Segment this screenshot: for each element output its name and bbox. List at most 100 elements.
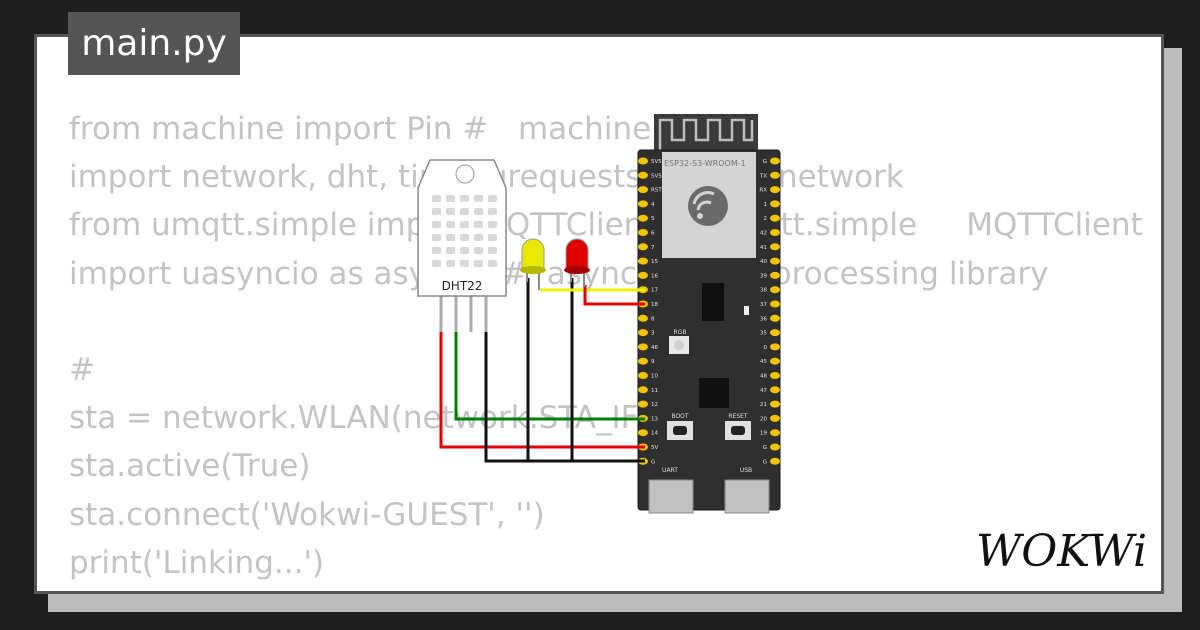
usb-port[interactable] bbox=[724, 479, 770, 514]
pin-right-15[interactable] bbox=[770, 372, 780, 379]
pin-label-right-13: 0 bbox=[764, 345, 768, 351]
pin-label-left-0: 5V5 bbox=[651, 159, 662, 165]
pin-right-10[interactable] bbox=[770, 300, 780, 308]
pin-right-19[interactable] bbox=[770, 429, 780, 437]
pin-right-18[interactable] bbox=[770, 414, 780, 422]
pin-label-right-5: 42 bbox=[760, 231, 767, 237]
pin-label-left-21: G bbox=[651, 459, 655, 465]
dht22-sensor[interactable]: DHT22 bbox=[417, 159, 507, 332]
pin-right-9[interactable] bbox=[770, 286, 780, 294]
pin-right-14[interactable] bbox=[770, 357, 780, 365]
sensor-grille bbox=[432, 195, 497, 267]
pin-left-3[interactable] bbox=[638, 200, 648, 208]
pin-label-left-16: 11 bbox=[651, 388, 658, 394]
ldo-chip bbox=[702, 283, 724, 321]
pin-left-11[interactable] bbox=[638, 314, 648, 322]
grille-slot bbox=[488, 208, 497, 215]
pin-right-16[interactable] bbox=[770, 386, 780, 394]
pin-left-1[interactable] bbox=[638, 171, 648, 179]
pin-right-3[interactable] bbox=[770, 200, 780, 208]
grille-slot bbox=[432, 195, 441, 202]
antenna-trace bbox=[658, 118, 754, 150]
pin-right-13[interactable] bbox=[770, 343, 780, 351]
pin-left-7[interactable] bbox=[638, 257, 648, 265]
grille-slot bbox=[460, 221, 469, 228]
pin-right-17[interactable] bbox=[770, 400, 780, 408]
grille-slot bbox=[460, 195, 469, 202]
wokwi-logo-text: WOKWi bbox=[976, 526, 1147, 577]
pin-left-14[interactable] bbox=[638, 357, 648, 365]
pin-label-left-10: 18 bbox=[651, 302, 658, 308]
pin-left-16[interactable] bbox=[638, 386, 648, 394]
yellow-led[interactable] bbox=[520, 238, 546, 290]
pin-label-right-9: 38 bbox=[760, 288, 767, 294]
pin-label-left-17: 12 bbox=[651, 402, 658, 408]
pin-label-left-12: 3 bbox=[651, 331, 655, 337]
code-line: # bbox=[69, 351, 95, 388]
pin-left-4[interactable] bbox=[638, 214, 648, 222]
pin-left-19[interactable] bbox=[638, 429, 648, 437]
pin-label-right-6: 41 bbox=[760, 245, 767, 251]
pin-left-2[interactable] bbox=[638, 186, 648, 194]
pin-left-6[interactable] bbox=[638, 243, 648, 251]
pin-left-0[interactable] bbox=[638, 157, 648, 165]
pin-right-2[interactable] bbox=[770, 186, 780, 194]
grille-slot bbox=[488, 260, 497, 267]
grille-slot bbox=[446, 247, 455, 254]
boot-button[interactable] bbox=[667, 421, 693, 440]
grille-slot bbox=[432, 260, 441, 267]
esp32-board[interactable]: ESP32-S3-WROOM-1 RGB BOOT RESET UART USB… bbox=[637, 114, 781, 514]
wire-gnd-sensor bbox=[484, 330, 645, 463]
grille-slot bbox=[488, 195, 497, 202]
code-line: sta.connect('Wokwi-GUEST', '') bbox=[69, 496, 545, 533]
pin-left-8[interactable] bbox=[638, 271, 648, 279]
pin-left-17[interactable] bbox=[638, 400, 648, 408]
pin-right-6[interactable] bbox=[770, 243, 780, 251]
pin-left-13[interactable] bbox=[638, 343, 648, 351]
wires bbox=[439, 278, 645, 463]
sensor-label: DHT22 bbox=[442, 279, 483, 293]
pin-right-5[interactable] bbox=[770, 229, 780, 236]
grille-slot bbox=[446, 221, 455, 228]
pin-right-7[interactable] bbox=[770, 257, 780, 265]
pin-label-right-15: 48 bbox=[760, 374, 767, 380]
pin-right-4[interactable] bbox=[770, 214, 780, 222]
pin-left-15[interactable] bbox=[638, 372, 648, 379]
pin-right-21[interactable] bbox=[770, 457, 780, 465]
uart-label: UART bbox=[662, 467, 678, 474]
code-line: sta.active(True) bbox=[69, 448, 311, 485]
pin-right-12[interactable] bbox=[770, 329, 780, 337]
pin-label-right-20: G bbox=[763, 445, 767, 451]
reset-button[interactable] bbox=[725, 421, 751, 440]
pin-left-12[interactable] bbox=[638, 329, 648, 337]
grille-slot bbox=[446, 260, 455, 267]
pin-right-1[interactable] bbox=[770, 171, 780, 179]
pin-label-right-2: RX bbox=[759, 188, 767, 194]
grille-slot bbox=[488, 247, 497, 254]
code-line: print('Linking...') bbox=[69, 544, 325, 581]
pin-right-8[interactable] bbox=[770, 271, 780, 279]
pin-label-left-5: 6 bbox=[651, 231, 655, 237]
pin-right-11[interactable] bbox=[770, 314, 780, 322]
grille-slot bbox=[432, 247, 441, 254]
pin-right-20[interactable] bbox=[770, 443, 780, 451]
uart-port[interactable] bbox=[648, 479, 694, 514]
pin-label-right-17: 21 bbox=[760, 402, 767, 408]
pin-label-right-10: 37 bbox=[760, 302, 767, 308]
grille-slot bbox=[460, 208, 469, 215]
usb-chip bbox=[699, 378, 729, 408]
grille-slot bbox=[474, 247, 483, 254]
file-tab[interactable]: main.py bbox=[68, 12, 240, 75]
wire-data bbox=[454, 330, 645, 421]
pin-label-left-6: 7 bbox=[651, 245, 655, 251]
pin-label-right-3: 1 bbox=[764, 202, 768, 208]
pin-right-0[interactable] bbox=[770, 157, 780, 165]
wokwi-logo: WOKWi bbox=[976, 526, 1147, 577]
wire-red-led bbox=[583, 285, 645, 306]
grille-slot bbox=[446, 208, 455, 215]
pin-label-right-16: 47 bbox=[760, 388, 767, 394]
pin-left-5[interactable] bbox=[638, 229, 648, 236]
red-led[interactable] bbox=[564, 238, 590, 287]
